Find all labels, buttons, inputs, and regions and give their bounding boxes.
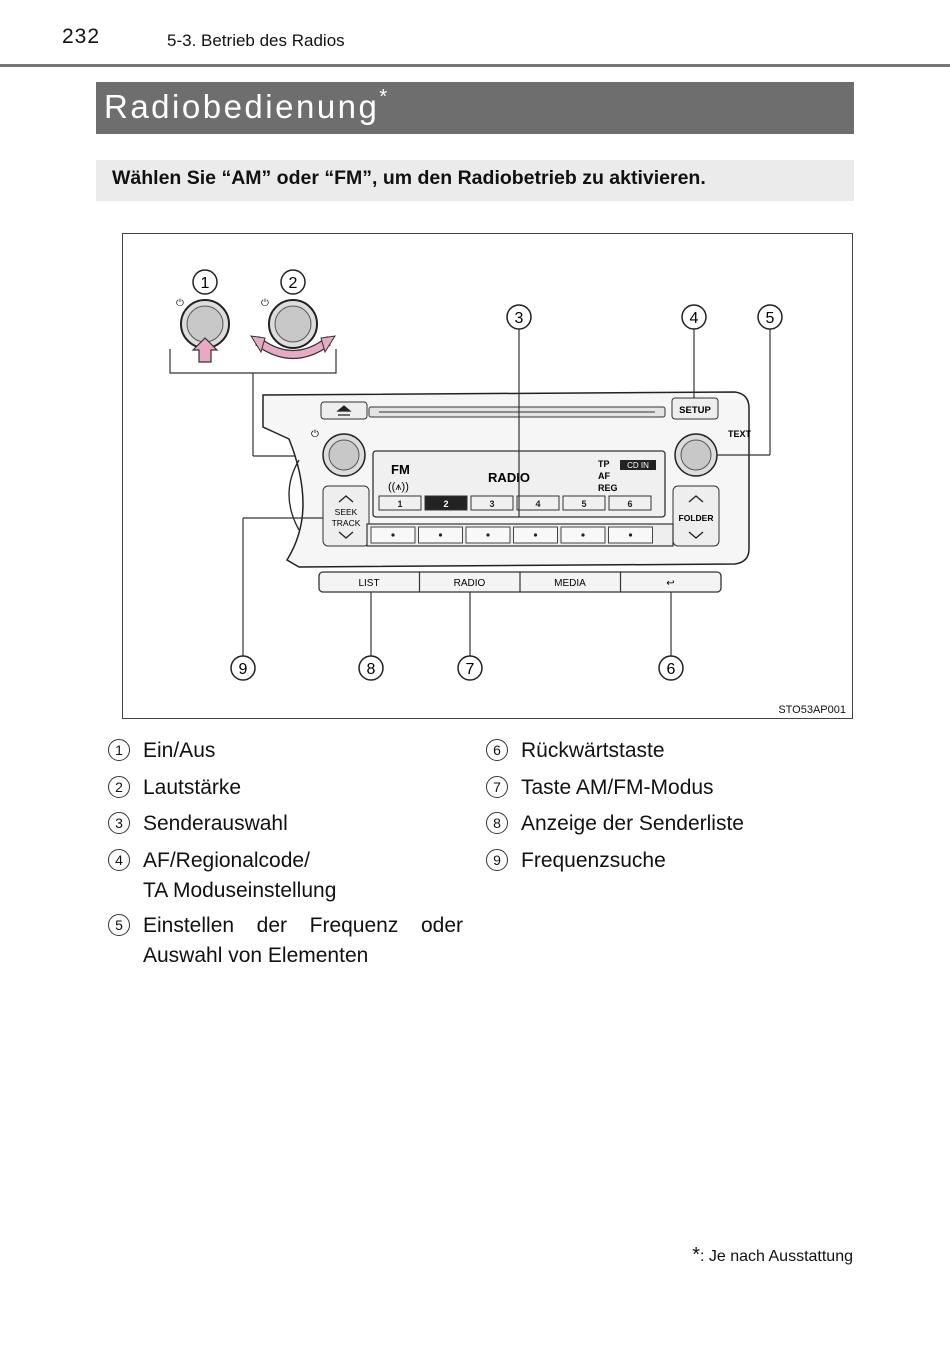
bottom-button-label: ↩ [666, 578, 674, 589]
footnote-text: : Je nach Ausstattung [700, 1248, 853, 1265]
indicator-tp: TP [598, 459, 610, 469]
callout-circle [280, 269, 306, 295]
figure-code: STO53AP001 [778, 704, 846, 716]
legend-text: Rückwärtstaste [521, 739, 665, 762]
bottom-button-label: MEDIA [554, 578, 586, 589]
title-bar: Radiobedienung* [96, 82, 854, 134]
callout-circle [658, 655, 684, 681]
callout-number: 8 [367, 661, 376, 678]
legend-text-line2: TA Moduseinstellung [143, 879, 337, 902]
preset-button-row [366, 523, 674, 547]
preset-number: 4 [535, 499, 540, 509]
legend-text: Ein/Aus [143, 739, 216, 762]
cd-in-badge: CD IN [627, 461, 649, 470]
page-title: Radiobedienung* [104, 86, 388, 126]
bottom-button-label: LIST [358, 578, 379, 589]
track-label: TRACK [332, 518, 361, 528]
setup-button [671, 397, 719, 420]
power-knob: ⏻ [176, 298, 230, 363]
preset-button-dot [438, 533, 443, 537]
legend-text: Taste AM/FM-Modus [521, 776, 714, 799]
preset-button-dot [391, 533, 395, 537]
preset-slot [378, 495, 422, 511]
callout-number: 9 [239, 661, 248, 678]
radio-figure: ⏻ ⏻ SETUP [122, 233, 853, 719]
header-divider [0, 64, 950, 67]
preset-slot [562, 495, 606, 511]
callout-markers: 1 2 3 4 5 6 7 8 9 [192, 269, 783, 681]
page-number: 232 [62, 25, 101, 48]
preset-number: 3 [489, 499, 494, 509]
legend-number: 3 [108, 812, 130, 834]
preset-slot [516, 495, 560, 511]
indicator-af: AF [598, 471, 610, 481]
text-label: TEXT [728, 429, 752, 439]
legend-number: 7 [486, 776, 508, 798]
callout-circle [230, 655, 256, 681]
preset-slot [470, 495, 514, 511]
footnote-asterisk: * [692, 1244, 700, 1266]
page-title-text: Radiobedienung [104, 88, 380, 125]
preset-strip: 1 2 3 4 5 6 [378, 495, 652, 511]
footnote: *: Je nach Ausstattung [692, 1244, 853, 1267]
legend-number: 6 [486, 739, 508, 761]
title-asterisk: * [379, 86, 388, 108]
svg-text:⏻: ⏻ [261, 298, 269, 309]
preset-button-dot [581, 533, 585, 537]
folder-label: FOLDER [679, 513, 714, 523]
callout-circle [506, 304, 532, 330]
display-mode: RADIO [488, 470, 530, 485]
radio-unit: SETUP ⏻ TEXT FM ((⩚)) RADIO TP AF REG CD… [262, 391, 752, 593]
antenna-icon: ((⩚)) [388, 481, 409, 493]
seek-label: SEEK [335, 507, 358, 517]
callout-number: 4 [690, 310, 699, 327]
callout-number: 5 [766, 310, 775, 327]
setup-label: SETUP [679, 405, 711, 416]
radio-illustration: ⏻ ⏻ SETUP [169, 269, 783, 681]
legend-number: 5 [108, 914, 130, 936]
legend-number: 8 [486, 812, 508, 834]
preset-number: 1 [397, 499, 402, 509]
preset-number: 5 [581, 499, 586, 509]
indicator-reg: REG [598, 483, 618, 493]
callout-number: 7 [466, 661, 475, 678]
callout-number: 3 [515, 310, 524, 327]
preset-button-dot [628, 533, 633, 537]
legend-text: AF/Regionalcode/ [143, 849, 310, 872]
section-heading: 5-3. Betrieb des Radios [167, 31, 345, 50]
preset-slot [424, 495, 468, 511]
callout-number: 6 [667, 661, 676, 678]
legend-number: 9 [486, 849, 508, 871]
preset-number: 2 [443, 499, 448, 509]
callout-circle [457, 655, 483, 681]
preset-button-dot [486, 533, 490, 537]
legend-text: Frequenzsuche [521, 849, 666, 872]
legend-number: 4 [108, 849, 130, 871]
callout-circle [192, 269, 218, 295]
bottom-button-label: RADIO [454, 578, 486, 589]
volume-knob: ⏻ [250, 298, 336, 360]
preset-button-dot [533, 533, 538, 537]
display-band: FM [391, 462, 410, 477]
callout-circle [358, 655, 384, 681]
callout-number: 2 [289, 275, 298, 292]
bottom-button-row: LIST RADIO MEDIA ↩ [318, 571, 722, 593]
legend-number: 2 [108, 776, 130, 798]
legend-text: Senderauswahl [143, 812, 288, 835]
legend-text: Lautstärke [143, 776, 242, 799]
svg-text:⏻: ⏻ [311, 429, 319, 440]
legend-text-line2: Auswahl von Elementen [143, 944, 369, 967]
preset-slot [608, 495, 652, 511]
preset-number: 6 [627, 499, 632, 509]
callout-number: 1 [201, 275, 210, 292]
svg-text:⏻: ⏻ [176, 298, 184, 309]
callout-circle [757, 304, 783, 330]
instruction-box: Wählen Sie “AM” oder “FM”, um den Radiob… [96, 160, 854, 201]
instruction-text: Wählen Sie “AM” oder “FM”, um den Radiob… [112, 167, 706, 189]
legend-text: Anzeige der Senderliste [521, 812, 744, 835]
legend-text: Einstellen der Frequenz oder [143, 914, 463, 937]
legend-number: 1 [108, 739, 130, 761]
callout-circle [681, 304, 707, 330]
